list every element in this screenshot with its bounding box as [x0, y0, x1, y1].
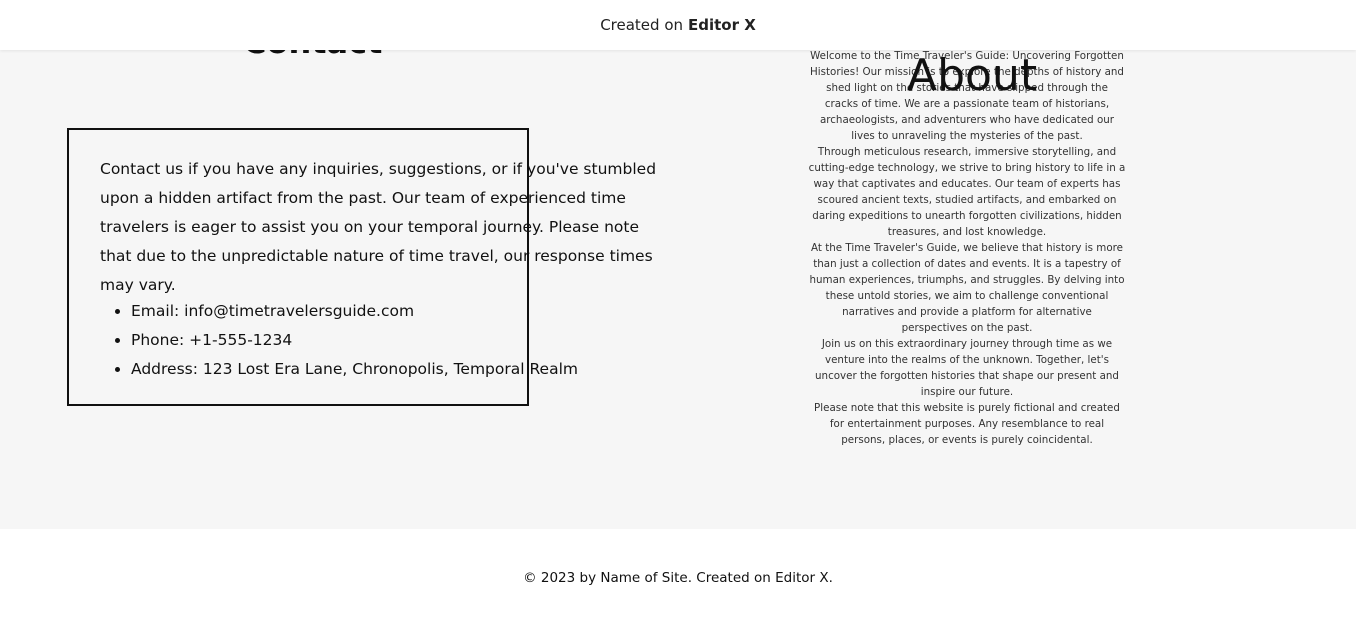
footer: [0, 529, 1356, 629]
top-banner: Created on Editor X: [0, 0, 1356, 50]
about-paragraph-4: Join us on this extraordinary journey th…: [815, 338, 1119, 398]
about-heading: About: [907, 50, 1038, 101]
contact-email: Email: info@timetravelersguide.com: [131, 297, 691, 326]
top-banner-prefix: Created on: [600, 16, 684, 34]
contact-box-border: [67, 128, 529, 406]
contact-paragraph: Contact us if you have any inquiries, su…: [100, 160, 657, 294]
about-paragraph-2: Through meticulous research, immersive s…: [808, 146, 1126, 238]
about-paragraph-5: Please note that this website is purely …: [814, 402, 1120, 446]
contact-details-list: Email: info@timetravelersguide.com Phone…: [110, 297, 691, 384]
editor-x-link[interactable]: Editor X: [688, 16, 756, 34]
contact-phone: Phone: +1-555-1234: [131, 326, 691, 355]
about-paragraph-1: Welcome to the Time Traveler's Guide: Un…: [810, 50, 1124, 142]
footer-copyright: © 2023 by Name of Site. Created on Edito…: [523, 570, 833, 586]
contact-address: Address: 123 Lost Era Lane, Chronopolis,…: [131, 355, 691, 384]
about-text: Welcome to the Time Traveler's Guide: Un…: [808, 48, 1126, 448]
about-paragraph-3: At the Time Traveler's Guide, we believe…: [809, 242, 1125, 334]
